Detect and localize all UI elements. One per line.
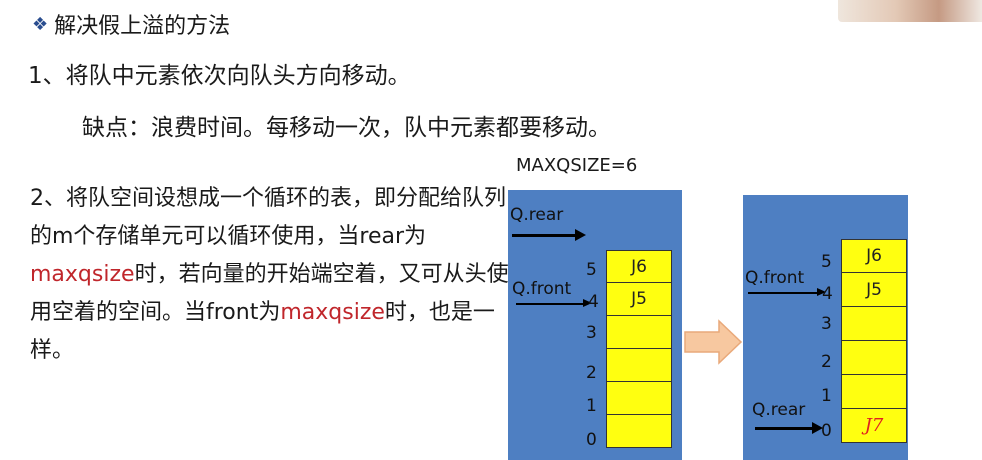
method-2-paragraph: 2、将队空间设想成一个循环的表，即分配给队列的m个存储单元可以循环使用，当rea… xyxy=(30,180,510,370)
left-index-5: 5 xyxy=(586,260,597,280)
left-cell-1 xyxy=(606,382,672,415)
slide-title: ❖ 解决假上溢的方法 xyxy=(32,8,230,40)
right-cell-2 xyxy=(841,341,907,375)
left-index-3: 3 xyxy=(586,323,597,343)
right-front-arrow-icon xyxy=(748,289,826,295)
keyword-maxqsize-1: maxqsize xyxy=(30,262,135,287)
diamond-bullet-icon: ❖ xyxy=(32,13,49,35)
left-front-arrow-icon xyxy=(516,300,592,306)
left-front-label: Q.front xyxy=(512,279,572,299)
handwritten-j7: J7 xyxy=(864,415,884,436)
right-index-3: 3 xyxy=(821,314,832,334)
left-index-0: 0 xyxy=(586,430,597,450)
maxqsize-label: MAXQSIZE=6 xyxy=(516,155,638,176)
left-cell-5: J6 xyxy=(606,250,672,283)
left-index-4: 4 xyxy=(588,292,599,312)
left-rear-label: Q.rear xyxy=(510,205,564,225)
left-cell-4: J5 xyxy=(606,283,672,316)
queue-cells-left: J6 J5 xyxy=(606,250,672,448)
left-index-2: 2 xyxy=(586,363,597,383)
right-front-label: Q.front xyxy=(745,268,805,288)
right-arrow-icon xyxy=(684,319,743,365)
keyword-maxqsize-2: maxqsize xyxy=(280,300,385,325)
left-cell-0 xyxy=(606,415,672,448)
method-1-drawback: 缺点：浪费时间。每移动一次，队中元素都要移动。 xyxy=(82,115,611,141)
right-cell-5: J6 xyxy=(841,239,907,273)
right-rear-label: Q.rear xyxy=(752,400,806,420)
right-index-4: 4 xyxy=(822,284,833,304)
right-cell-3 xyxy=(841,307,907,341)
right-index-2: 2 xyxy=(821,352,832,372)
method-2-part1: 2、将队空间设想成一个循环的表，即分配给队列的m个存储单元可以循环使用，当rea… xyxy=(30,186,506,249)
method-1-text: 1、将队中元素依次向队头方向移动。 xyxy=(28,63,411,89)
webcam-overlay xyxy=(838,0,982,22)
right-index-5: 5 xyxy=(821,252,832,272)
right-index-1: 1 xyxy=(821,386,832,406)
queue-cells-right: J6 J5 J7 xyxy=(841,239,907,443)
left-rear-arrow-icon xyxy=(512,229,586,241)
left-cell-2 xyxy=(606,349,672,382)
left-cell-3 xyxy=(606,316,672,349)
title-text: 解决假上溢的方法 xyxy=(54,14,231,39)
right-index-0: 0 xyxy=(821,421,832,441)
right-cell-1 xyxy=(841,375,907,409)
right-cell-4: J5 xyxy=(841,273,907,307)
method-2-part3: 时，也是一样。 xyxy=(30,300,495,363)
method-2-part2: 时，若向量的开始端空着，又可从头使用空着的空间。当front为 xyxy=(30,262,509,325)
right-rear-arrow-icon xyxy=(755,422,823,434)
left-index-1: 1 xyxy=(586,396,597,416)
right-cell-0: J7 xyxy=(841,409,907,443)
